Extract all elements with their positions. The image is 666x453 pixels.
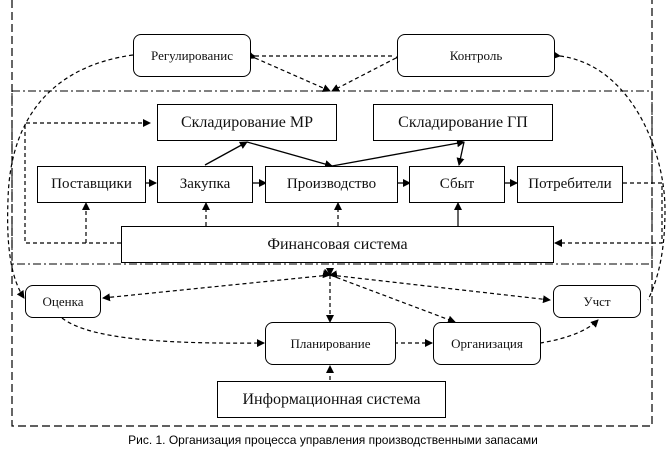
outer-frame xyxy=(11,0,653,427)
node-finance: Финансовая система xyxy=(121,226,554,263)
finance-to-storage-mr xyxy=(24,119,151,244)
node-finance-label: Финансовая система xyxy=(267,235,408,253)
node-storage-gp-label: Складирование ГП xyxy=(398,113,528,131)
node-purchase-label: Закупка xyxy=(179,176,231,192)
node-organization: Организация xyxy=(433,322,541,365)
node-consumers-label: Потребители xyxy=(528,176,612,192)
node-production-label: Производство xyxy=(286,176,377,192)
node-planning: Планирование xyxy=(265,322,396,365)
node-evaluation-label: Оценка xyxy=(42,293,84,309)
cross-arrow-2 xyxy=(331,51,405,92)
node-control-label: Контроль xyxy=(449,47,503,63)
node-info-system: Информационная система xyxy=(217,381,446,418)
node-production: Производство xyxy=(265,166,398,203)
node-purchase: Закупка xyxy=(157,166,253,203)
node-evaluation: Оценка xyxy=(25,285,101,318)
node-regulation: Регулированис xyxy=(133,34,251,77)
node-regulation-label: Регулированис xyxy=(151,47,233,63)
figure-caption: Рис. 1. Организация процесса управления … xyxy=(128,433,538,447)
node-control: Контроль xyxy=(397,34,555,77)
node-storage-mr-label: Складирование МР xyxy=(180,113,314,131)
node-sales-label: Сбыт xyxy=(439,176,475,192)
node-suppliers-label: Поставщики xyxy=(51,176,132,192)
node-organization-label: Организация xyxy=(451,335,523,351)
control-accounting-curve xyxy=(552,51,666,301)
node-consumers: Потребители xyxy=(517,166,623,203)
node-accounting-label: Учст xyxy=(583,293,611,309)
node-storage-mr: Складирование МР xyxy=(157,104,337,141)
node-sales: Сбыт xyxy=(409,166,505,203)
cross-arrow-1 xyxy=(246,51,331,92)
node-planning-label: Планирование xyxy=(290,335,371,351)
node-info-system-label: Информационная система xyxy=(242,390,421,408)
node-storage-gp: Складирование ГП xyxy=(373,104,553,141)
node-accounting: Учст xyxy=(553,285,641,318)
node-suppliers: Поставщики xyxy=(37,166,146,203)
